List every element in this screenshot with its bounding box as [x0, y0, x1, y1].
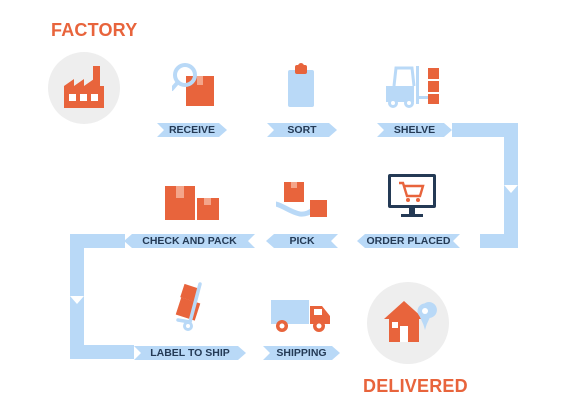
- boxes-icon: [165, 180, 221, 222]
- step-pick-label: PICK: [266, 234, 338, 248]
- computer-cart-icon: [387, 172, 437, 220]
- connector-arrow-down-left: [70, 296, 84, 304]
- step-label-to-ship-label: LABEL TO SHIP: [134, 346, 246, 360]
- hand-box-icon: [276, 180, 332, 220]
- step-shelve-label: SHELVE: [377, 123, 452, 137]
- forklift-icon: [382, 64, 444, 110]
- connector-arrow-down-right: [504, 185, 518, 193]
- delivered-house-icon: [367, 282, 449, 364]
- receive-box-magnifier-icon: [172, 62, 218, 110]
- step-shipping-label: SHIPPING: [263, 346, 340, 360]
- step-sort-label: SORT: [267, 123, 337, 137]
- delivery-truck-icon: [270, 298, 332, 334]
- connector-row2-to-row3: [70, 234, 134, 359]
- connector-row1-to-row2: [452, 123, 518, 248]
- delivered-title: DELIVERED: [363, 376, 468, 396]
- step-order-placed-label: ORDER PLACED: [357, 234, 460, 248]
- factory-icon: [48, 52, 120, 124]
- factory-title: FACTORY: [51, 20, 138, 40]
- step-receive-label: RECEIVE: [157, 123, 227, 137]
- step-check-and-pack-label: CHECK AND PACK: [124, 234, 255, 248]
- clipboard-icon: [286, 62, 316, 108]
- hand-truck-icon: [170, 282, 214, 334]
